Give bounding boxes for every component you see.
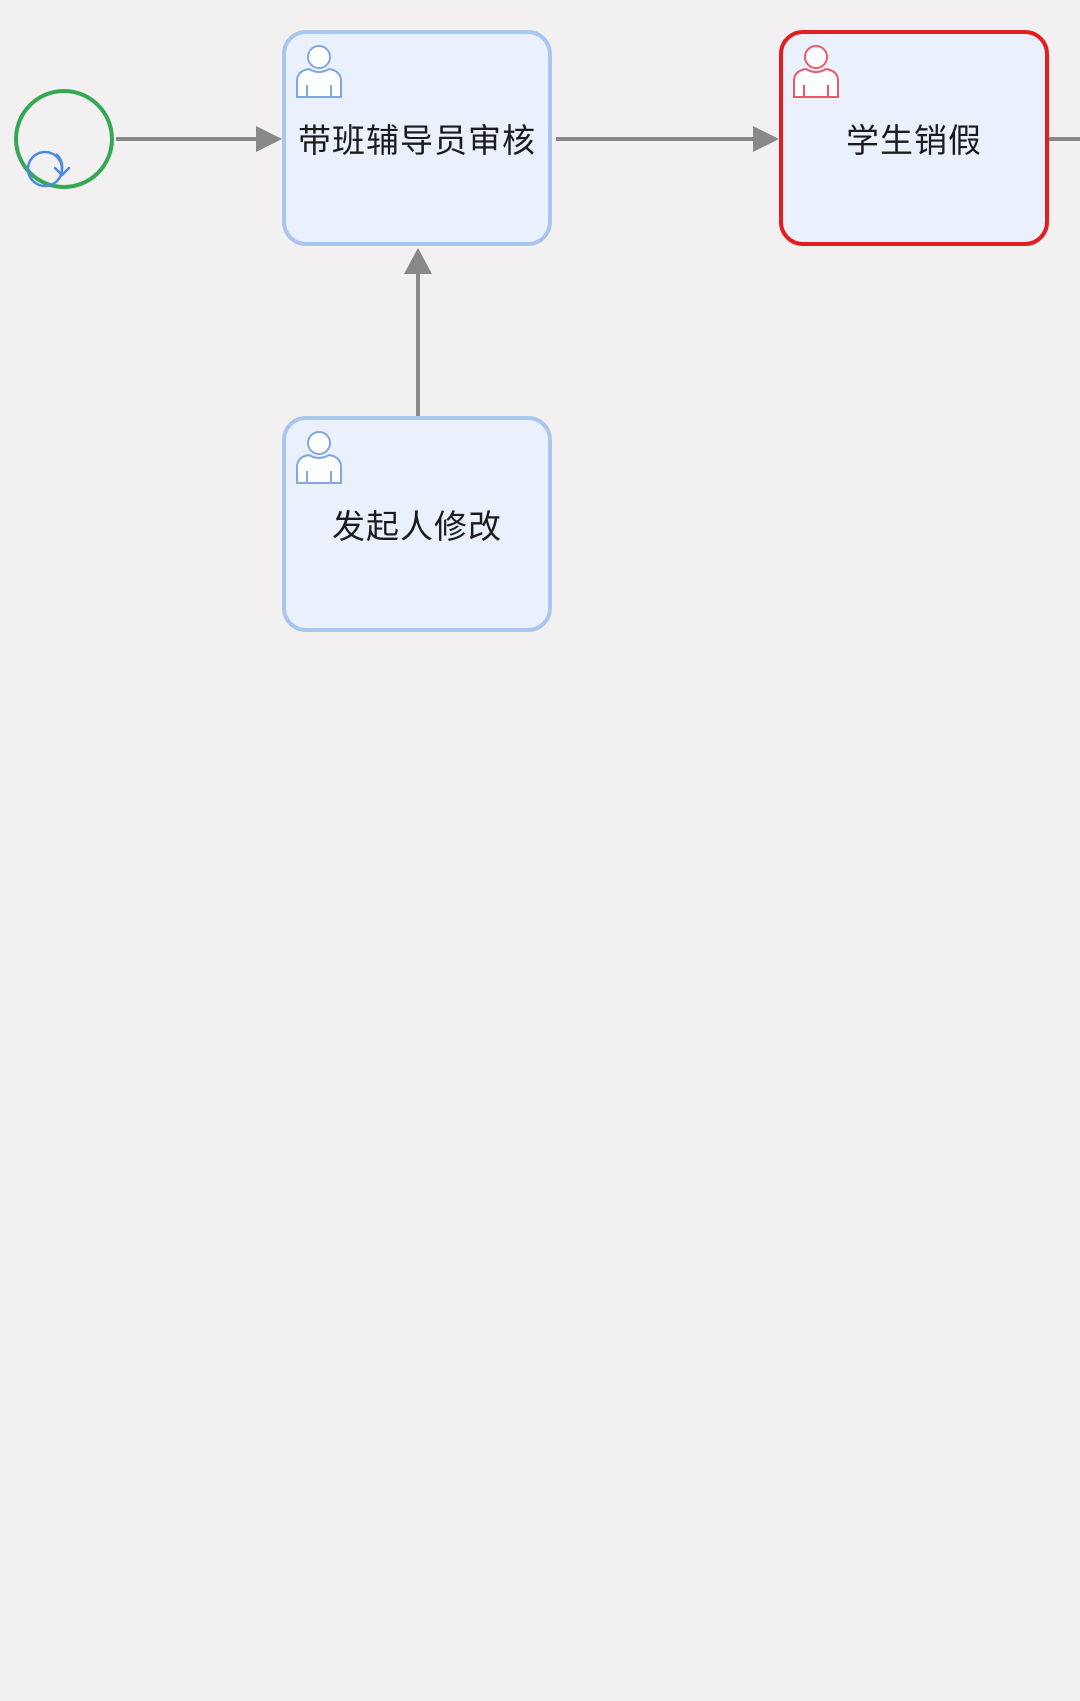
flow-start-to-approve-arrow — [256, 126, 282, 152]
user-icon — [296, 45, 342, 98]
flow-approve-to-cancel-arrow — [753, 126, 779, 152]
start-event[interactable] — [12, 88, 116, 192]
task-counselor-review[interactable]: 带班辅导员审核 — [282, 30, 552, 246]
loop-arrow-icon — [26, 150, 71, 188]
flow-modify-to-approve-arrow — [404, 248, 432, 274]
user-icon — [793, 45, 839, 98]
task-label: 学生销假 — [846, 121, 982, 160]
user-icon — [296, 431, 342, 484]
task-initiator-modify[interactable]: 发起人修改 — [282, 416, 552, 632]
start-event-icon — [14, 89, 114, 189]
task-label: 带班辅导员审核 — [298, 121, 536, 160]
task-label: 发起人修改 — [332, 507, 502, 546]
task-student-cancel-leave[interactable]: 学生销假 — [779, 30, 1049, 246]
